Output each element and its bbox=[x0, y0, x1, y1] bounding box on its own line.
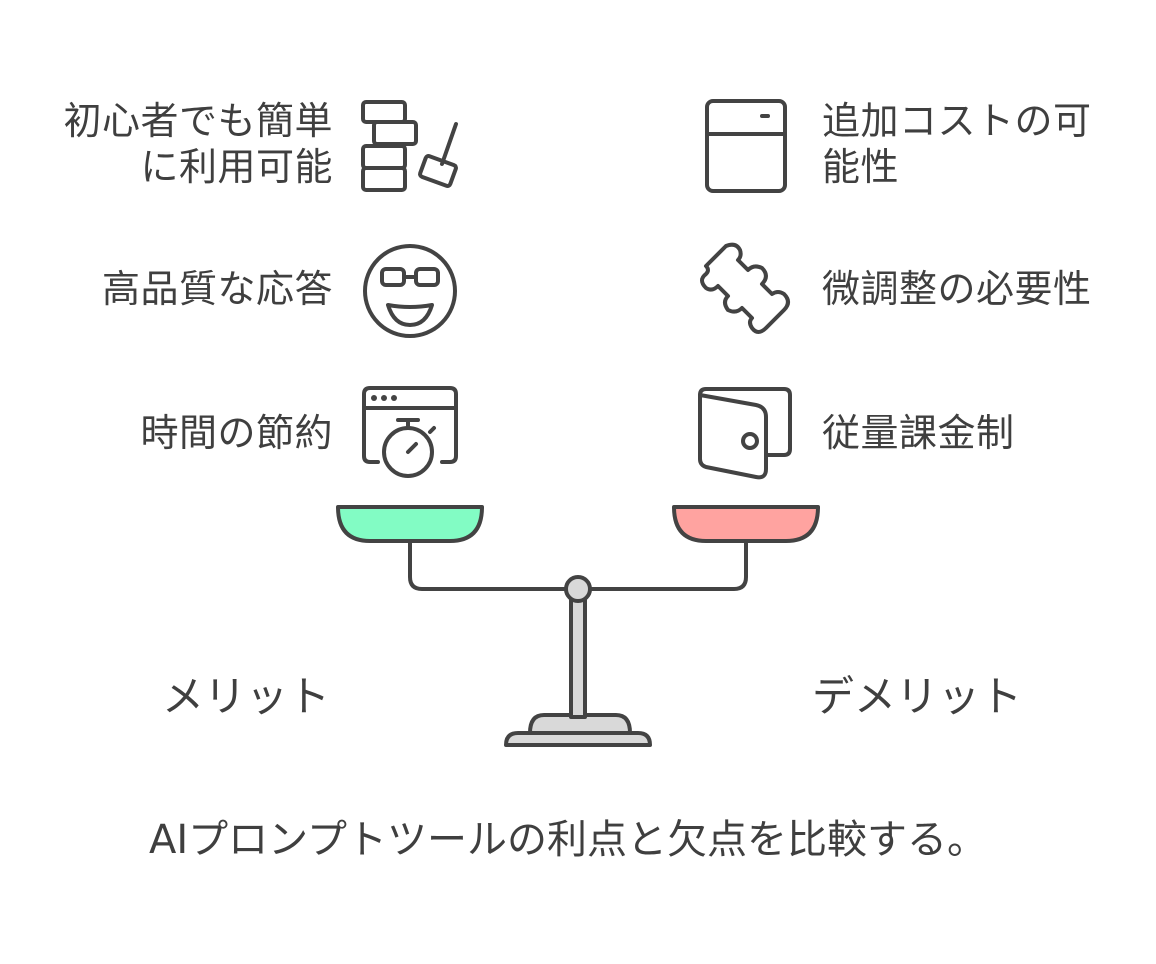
merits-pan bbox=[336, 505, 484, 543]
demerit-label-1: 追加コストの可 能性 bbox=[822, 98, 1092, 190]
wallet-icon bbox=[698, 387, 792, 480]
building-blocks-icon bbox=[361, 100, 458, 192]
scale-base-top bbox=[528, 713, 632, 735]
merit-label-3-line1: 時間の節約 bbox=[140, 411, 333, 455]
demerits-heading: デメリット bbox=[812, 672, 1023, 721]
scale-base bbox=[504, 731, 652, 747]
scale-pivot bbox=[564, 575, 592, 603]
balance-scale bbox=[336, 505, 820, 747]
demerit-label-2-line1: 微調整の必要性 bbox=[822, 267, 1092, 311]
demerits-pan bbox=[672, 505, 820, 543]
cabinet-icon bbox=[705, 99, 787, 193]
merit-label-2-line1: 高品質な応答 bbox=[101, 267, 333, 311]
browser-stopwatch-icon bbox=[362, 386, 458, 478]
smiling-face-glasses-icon bbox=[363, 244, 457, 338]
demerit-label-3-line1: 従量課金制 bbox=[822, 411, 1015, 455]
puzzle-piece-icon bbox=[700, 242, 790, 334]
demerit-label-3: 従量課金制 bbox=[822, 410, 1015, 456]
merit-label-1-line2: に利用可能 bbox=[140, 145, 333, 189]
demerit-label-2: 微調整の必要性 bbox=[822, 266, 1092, 312]
demerit-label-1-line1: 追加コストの可 bbox=[822, 99, 1092, 143]
merit-label-3: 時間の節約 bbox=[140, 410, 333, 456]
diagram-caption: AIプロンプトツールの利点と欠点を比較する。 bbox=[149, 817, 987, 863]
merits-heading: メリット bbox=[162, 672, 331, 721]
merit-label-2: 高品質な応答 bbox=[102, 266, 333, 312]
merit-label-1-line1: 初心者でも簡単 bbox=[63, 99, 333, 143]
demerit-label-1-line2: 能性 bbox=[822, 145, 900, 189]
scale-post bbox=[569, 591, 587, 719]
merit-label-1: 初心者でも簡単 に利用可能 bbox=[63, 98, 333, 190]
